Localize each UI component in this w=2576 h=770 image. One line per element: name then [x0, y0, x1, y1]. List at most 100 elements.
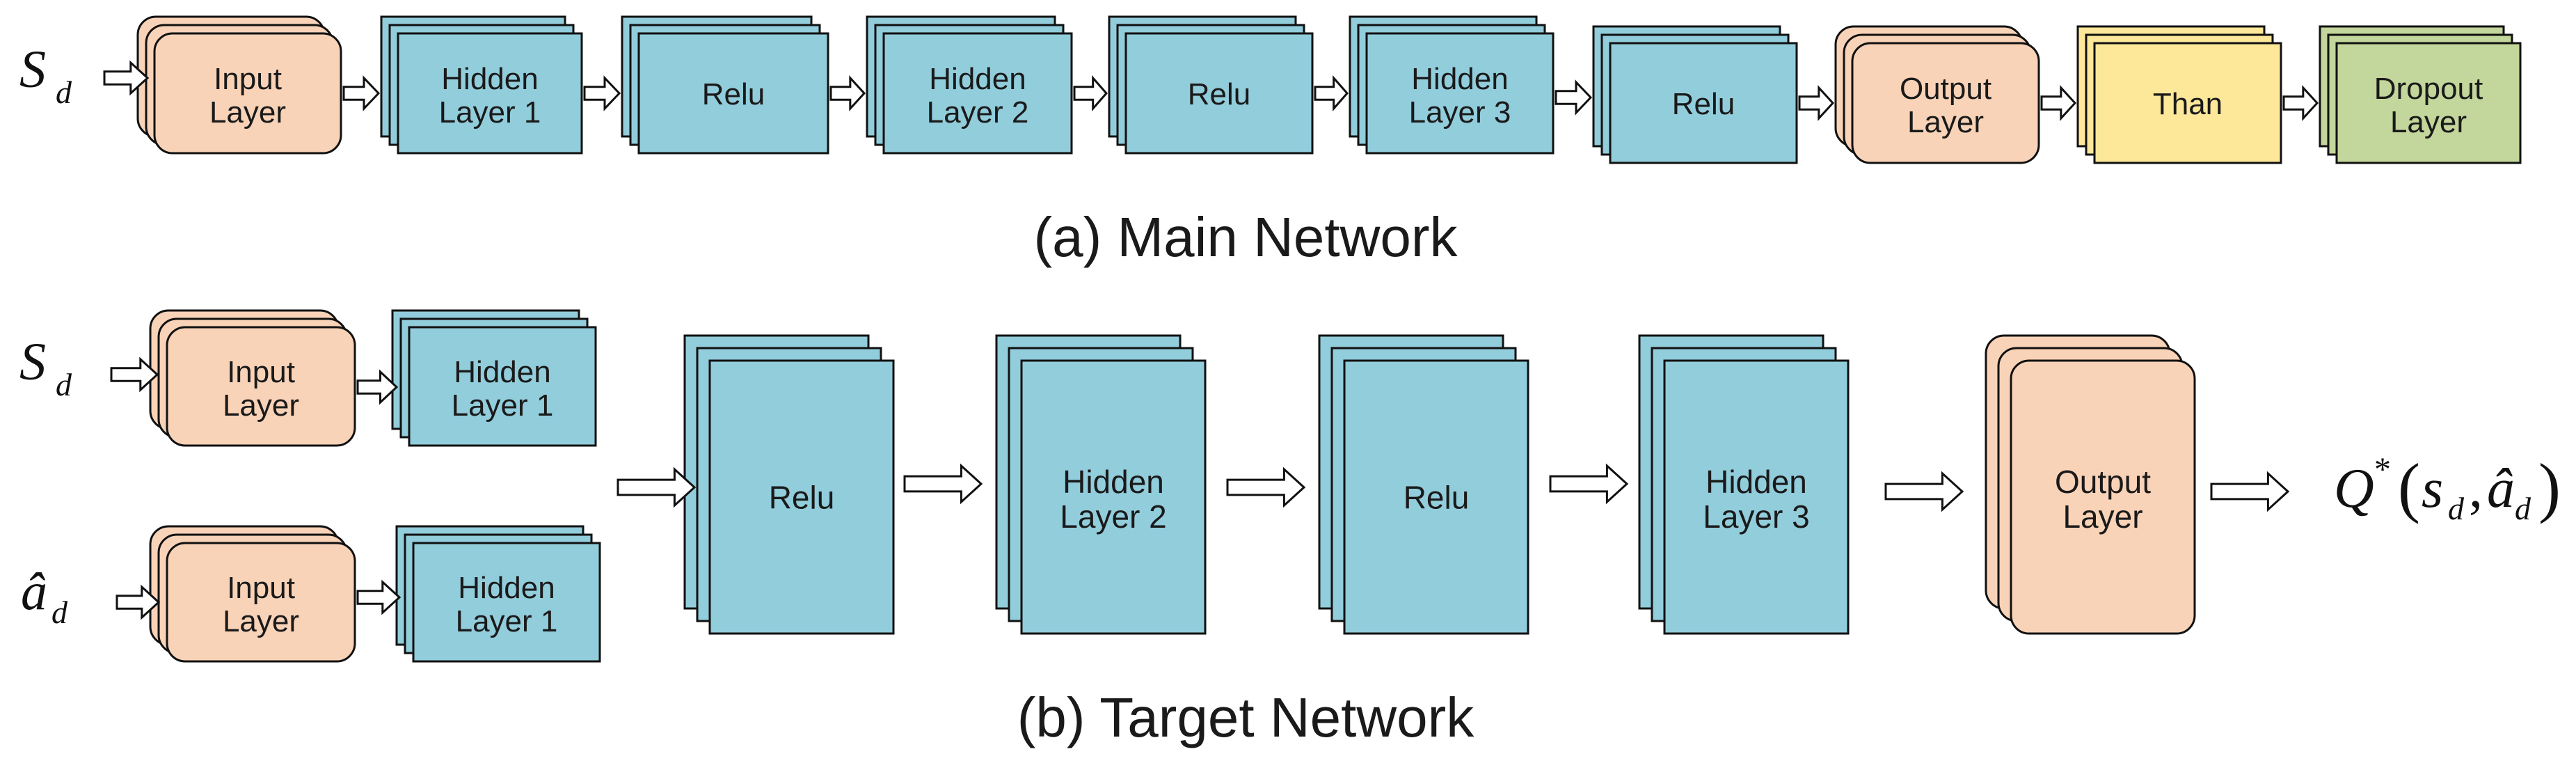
target-state-symbol: S d: [19, 333, 72, 402]
main-arrow-2: [583, 75, 621, 111]
main-block-hidden1-layer-3: [397, 32, 583, 155]
target-arrow-action-mid: [356, 579, 401, 615]
svg-text:S: S: [19, 40, 46, 99]
target-state-input-label-line1: Input: [227, 355, 295, 389]
main-arrow-9: [2282, 85, 2319, 121]
target-block-output-label-line2: Layer: [2062, 498, 2142, 535]
svg-text:d: d: [56, 367, 72, 402]
target-arrow-state-mid: [356, 369, 399, 405]
main-arrow-6: [1555, 79, 1593, 116]
target-state-hidden-label-line1: Hidden: [454, 355, 550, 389]
main-block-hidden2-layer-3: [882, 32, 1073, 155]
main-block-than-label: Than: [2153, 87, 2223, 121]
output-formula: Q * ( s d , â d ): [2334, 450, 2561, 526]
target-block-relu_b-label: Relu: [1404, 480, 1470, 516]
target-state-input-label-line2: Layer: [223, 388, 299, 423]
target-arrow-2: [903, 463, 983, 505]
svg-text:Q: Q: [2334, 458, 2374, 519]
main-arrow-4: [1073, 75, 1108, 111]
main-block-hidden3-layer-3: [1365, 32, 1555, 155]
target-block-relu_a-label: Relu: [769, 480, 835, 516]
main-block-relu3-layer-3: [1609, 42, 1798, 164]
target-block-relu_b-layer-3: [1343, 359, 1529, 635]
main-block-relu1-layer-3: [637, 32, 829, 155]
main-block-output-layer-3: [1851, 42, 2040, 164]
main-block-than: Than: [2076, 25, 2282, 164]
target-block-relu_a-layer-3: [708, 359, 895, 635]
main-block-output-label-line1: Output: [1900, 72, 1991, 106]
target-arrow-3: [1226, 466, 1306, 508]
main-block-hidden2-label-line2: Layer 2: [927, 95, 1029, 129]
target-action-input-label-line2: Layer: [223, 604, 299, 638]
svg-text:â: â: [2487, 458, 2515, 519]
main-block-hidden1-label-line2: Layer 1: [439, 95, 541, 129]
main-block-relu2-layer-3: [1124, 32, 1314, 155]
target-action-input-label-line1: Input: [227, 571, 295, 605]
target-network-caption: (b) Target Network: [1017, 686, 1475, 748]
main-block-hidden3-label-line1: Hidden: [1411, 62, 1508, 96]
main-input-symbol: S d: [19, 40, 72, 110]
main-block-relu1-label: Relu: [702, 77, 765, 111]
target-block-hidden3-label-line1: Hidden: [1706, 464, 1807, 500]
svg-text:): ): [2538, 450, 2561, 524]
target-action-input-layer-3: [166, 542, 356, 663]
svg-text:â: â: [21, 563, 47, 621]
diagram-arrows: [103, 60, 2319, 620]
main-block-dropout-label-line1: Dropout: [2374, 72, 2483, 106]
target-block-hidden3-layer-3: [1663, 359, 1850, 635]
main-block-hidden2-label-line1: Hidden: [929, 62, 1026, 96]
main-arrow-input: [103, 60, 150, 96]
target-block-relu_b: Relu: [1318, 334, 1529, 635]
main-block-output-label-line2: Layer: [1907, 105, 1984, 139]
svg-text:d: d: [2515, 491, 2531, 526]
target-block-output-label-line1: Output: [2055, 464, 2151, 500]
main-block-relu2-label: Relu: [1188, 77, 1251, 111]
target-action-hidden-label-line1: Hidden: [458, 571, 555, 605]
main-network-caption: (a) Main Network: [1033, 206, 1458, 268]
target-arrow-4: [1549, 463, 1629, 505]
target-arrow-state-in: [110, 356, 159, 393]
main-arrow-7: [1798, 85, 1835, 121]
svg-text:s: s: [2422, 458, 2443, 519]
target-block-hidden2-layer-3: [1020, 359, 1207, 635]
svg-text:(: (: [2398, 450, 2420, 524]
target-block-hidden3-label-line2: Layer 3: [1703, 498, 1809, 535]
target-state-input-layer-3: [166, 326, 356, 447]
main-block-input-layer-3: [153, 32, 342, 155]
main-arrow-5: [1314, 75, 1349, 111]
main-arrow-1: [342, 75, 381, 111]
target-state-hidden-label-line2: Layer 1: [452, 388, 554, 423]
target-block-output-layer-3: [2010, 359, 2196, 635]
main-block-hidden1-label-line1: Hidden: [441, 62, 538, 96]
main-block-relu1: Relu: [621, 15, 829, 155]
target-arrow-6: [2210, 471, 2290, 512]
target-action-symbol: â d: [21, 563, 68, 630]
target-block-hidden2-label-line2: Layer 2: [1060, 498, 1166, 535]
target-arrow-5: [1884, 471, 1964, 512]
svg-text:,: ,: [2469, 458, 2483, 519]
target-action-hidden-layer-3: [412, 542, 601, 663]
main-block-input-label-line1: Input: [214, 62, 282, 96]
svg-text:*: *: [2374, 451, 2391, 488]
svg-text:d: d: [56, 74, 72, 110]
main-block-dropout-label-line2: Layer: [2390, 105, 2467, 139]
main-block-relu2: Relu: [1108, 15, 1314, 155]
target-arrow-action-in: [116, 584, 161, 620]
target-arrow-1: [617, 466, 697, 508]
main-block-than-layer-3: [2093, 42, 2282, 164]
main-block-hidden3-label-line2: Layer 3: [1409, 95, 1511, 129]
